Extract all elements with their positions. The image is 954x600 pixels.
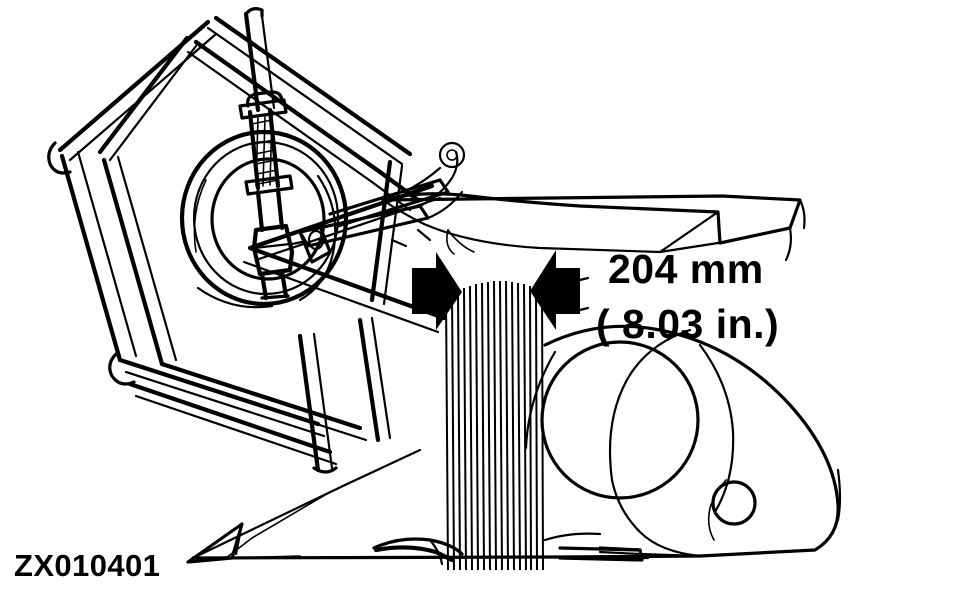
knurl-hatching (251, 115, 279, 187)
dimension-arrow-left (412, 252, 462, 330)
bolt-hole (711, 480, 757, 526)
clamp-hole (307, 229, 325, 251)
tubular-cage-frame (47, 7, 447, 474)
figure-label: ZX010401 (14, 548, 160, 583)
collar-upper (238, 98, 288, 120)
drum-inner (210, 157, 326, 281)
collar-lower (244, 174, 294, 196)
bracket-clamp (290, 224, 332, 264)
leader-wedge (186, 522, 301, 564)
dimension-metric-text: 204 mm (608, 246, 764, 292)
lower-shoe-detail (372, 532, 650, 566)
measured-hatched-band (445, 280, 544, 571)
housing-inner-circle (540, 340, 700, 500)
dimension-imperial-text: ( 8.03 in.) (596, 301, 779, 347)
dimension-witness-ticks (390, 228, 590, 314)
threaded-adjuster-rod (238, 90, 295, 301)
pivot-joint (438, 141, 466, 169)
bell-housing (524, 324, 842, 558)
dimension-arrow-right (530, 250, 580, 330)
circular-drum (179, 129, 349, 309)
